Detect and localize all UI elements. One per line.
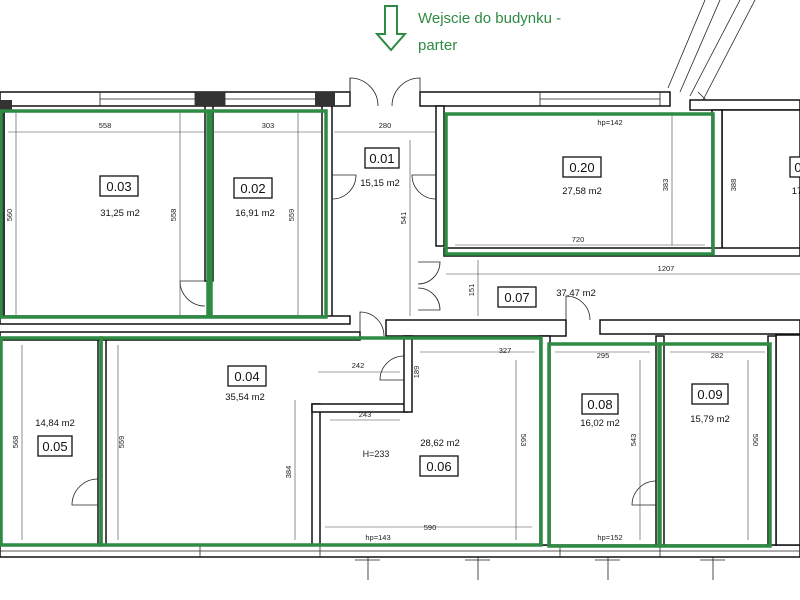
- highlight-room-0-09: [658, 342, 772, 548]
- highlight-room-0-02: [209, 109, 328, 319]
- dim-label: 189: [412, 366, 421, 379]
- dim-label: 327: [499, 346, 512, 355]
- highlight-room-0-03: [0, 109, 210, 319]
- room-number: 0.07: [504, 290, 529, 305]
- room-number: 0.05: [42, 439, 67, 454]
- dim-label: 295: [597, 351, 610, 360]
- dim-label: 590: [424, 523, 437, 532]
- dim-label: 559: [117, 436, 126, 449]
- dimension-labels: 558 303 280 560 558 559 541 hp=142 383 3…: [5, 118, 760, 542]
- room-labels: 0.03 31,25 m2 0.02 16,91 m2 0.01 15,15 m…: [35, 147, 800, 477]
- room-area: 28,62 m2: [420, 438, 460, 449]
- dim-label: 388: [729, 179, 738, 192]
- room-number: 0.02: [240, 181, 265, 196]
- dim-label: 384: [284, 466, 293, 479]
- highlight-room-0-20: [444, 112, 715, 256]
- room-number: 0.01: [369, 151, 394, 166]
- room-area: 27,58 m2: [562, 186, 602, 197]
- dim-label: 543: [629, 434, 638, 447]
- room-number: 0.08: [587, 397, 612, 412]
- dimension-lines: [8, 110, 800, 540]
- room-area: 15,79 m2: [690, 414, 730, 425]
- highlight-room-0-08: [547, 342, 661, 548]
- dim-label: 1207: [658, 264, 675, 273]
- entrance-marker: Wejscie do budynku - parter: [374, 5, 561, 54]
- outer-walls: [0, 0, 800, 558]
- dim-label: 242: [352, 361, 365, 370]
- room-number: 0.09: [697, 387, 722, 402]
- dim-label: hp=152: [597, 533, 622, 542]
- room-area: 15,15 m2: [360, 178, 400, 189]
- room-area: 14,84 m2: [35, 418, 75, 429]
- section-marks: [355, 557, 725, 580]
- entrance-label-line2: parter: [418, 37, 457, 54]
- down-arrow-icon: [374, 5, 408, 52]
- room-number: 0: [794, 160, 800, 175]
- doors: [71, 77, 657, 506]
- dim-label: 541: [399, 212, 408, 225]
- room-area: 16,91 m2: [235, 208, 275, 219]
- room-number: 0.03: [106, 179, 131, 194]
- room-area: 17: [792, 186, 800, 197]
- room-number: 0.20: [569, 160, 594, 175]
- dim-label: H=233: [363, 449, 390, 459]
- dim-label: 303: [262, 121, 275, 130]
- dim-label: 243: [359, 410, 372, 419]
- dim-label: 383: [661, 179, 670, 192]
- dim-label: 558: [99, 121, 112, 130]
- dim-label: hp=143: [365, 533, 390, 542]
- room-area: 37,47 m2: [556, 288, 596, 299]
- dim-label: 282: [711, 351, 724, 360]
- room-number: 0.04: [234, 369, 259, 384]
- dim-label: 280: [379, 121, 392, 130]
- room-number: 0.06: [426, 459, 451, 474]
- dim-label: 151: [467, 284, 476, 297]
- highlight-room-0-04-06: [99, 336, 543, 547]
- highlighted-rooms: [0, 109, 772, 548]
- room-area: 16,02 m2: [580, 418, 620, 429]
- dim-label: 558: [169, 209, 178, 222]
- dim-label: 568: [11, 436, 20, 449]
- dim-label: 563: [519, 434, 528, 447]
- dim-label: hp=142: [597, 118, 622, 127]
- dim-label: 720: [572, 235, 585, 244]
- dim-label: 550: [751, 434, 760, 447]
- dim-label: 560: [5, 209, 14, 222]
- room-area: 31,25 m2: [100, 208, 140, 219]
- entrance-label-line1: Wejscie do budynku -: [418, 10, 561, 27]
- dim-label: 559: [287, 209, 296, 222]
- room-area: 35,54 m2: [225, 392, 265, 403]
